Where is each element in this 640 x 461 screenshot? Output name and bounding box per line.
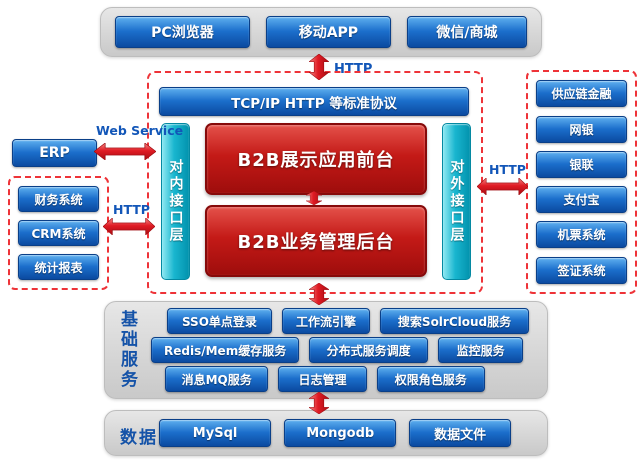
node-mq-service: 消息MQ服务 bbox=[165, 366, 269, 392]
node-log-management: 日志管理 bbox=[278, 366, 367, 392]
http-right-label: HTTP bbox=[489, 162, 526, 177]
http-left-label: HTTP bbox=[113, 202, 150, 217]
node-solrcloud-search: 搜索SolrCloud服务 bbox=[380, 308, 529, 334]
node-crm-system: CRM系统 bbox=[18, 220, 99, 246]
node-wechat-mall: 微信/商城 bbox=[406, 16, 528, 48]
node-sso-login: SSO单点登录 bbox=[167, 308, 272, 334]
base-services-panel: 基础服务 SSO单点登录 工作流引擎 搜索SolrCloud服务 Redis/M… bbox=[104, 301, 548, 399]
node-role-permission-service: 权限角色服务 bbox=[376, 366, 485, 392]
internal-systems-panel: 财务系统 CRM系统 统计报表 bbox=[8, 176, 109, 290]
protocol-bar: TCP/IP HTTP 等标准协议 bbox=[159, 87, 469, 116]
arrow-erp-to-platform bbox=[94, 143, 156, 160]
node-unionpay: 银联 bbox=[536, 150, 627, 178]
data-title: 数据 bbox=[120, 428, 158, 448]
node-erp: ERP bbox=[12, 139, 97, 167]
node-b2b-frontend: B2B展示应用前台 bbox=[205, 123, 427, 195]
node-mongodb: Mongodb bbox=[284, 419, 397, 447]
data-panel: 数据 MySql Mongodb 数据文件 bbox=[104, 410, 548, 456]
node-workflow-engine: 工作流引擎 bbox=[281, 308, 371, 334]
base-services-title: 基础服务 bbox=[117, 310, 137, 390]
internal-interface-layer: 对内接口层 bbox=[161, 123, 190, 280]
arrow-frontend-to-backend bbox=[306, 191, 322, 205]
node-data-files: 数据文件 bbox=[409, 419, 511, 447]
node-pc-browser: PC浏览器 bbox=[115, 16, 250, 48]
node-mysql: MySql bbox=[159, 419, 272, 447]
arrow-platform-to-base-services bbox=[309, 283, 329, 305]
arrow-internal-to-platform bbox=[103, 218, 155, 235]
node-redis-cache: Redis/Mem缓存服务 bbox=[151, 337, 300, 363]
clients-panel: PC浏览器 移动APP 微信/商城 bbox=[100, 7, 542, 57]
node-online-banking: 网银 bbox=[536, 115, 627, 143]
arrow-clients-to-platform bbox=[309, 54, 329, 80]
node-finance-system: 财务系统 bbox=[18, 186, 99, 212]
platform-panel: TCP/IP HTTP 等标准协议 对内接口层 对外接口层 B2B展示应用前台 … bbox=[147, 71, 483, 294]
web-service-label: Web Service bbox=[96, 123, 184, 138]
node-report-system: 统计报表 bbox=[18, 254, 99, 280]
node-visa-system: 签证系统 bbox=[536, 256, 627, 284]
node-supply-chain-finance: 供应链金融 bbox=[536, 80, 627, 108]
node-alipay: 支付宝 bbox=[536, 186, 627, 214]
http-top-label: HTTP bbox=[334, 62, 373, 77]
node-flight-ticket-system: 机票系统 bbox=[536, 221, 627, 249]
external-interface-layer: 对外接口层 bbox=[442, 123, 471, 280]
node-distributed-scheduler: 分布式服务调度 bbox=[309, 337, 429, 363]
node-b2b-backend: B2B业务管理后台 bbox=[205, 205, 427, 277]
arrow-base-services-to-data bbox=[309, 392, 329, 414]
node-mobile-app: 移动APP bbox=[265, 16, 391, 48]
node-monitoring-service: 监控服务 bbox=[438, 337, 523, 363]
external-systems-panel: 供应链金融 网银 银联 支付宝 机票系统 签证系统 bbox=[526, 70, 637, 294]
arrow-platform-to-external bbox=[477, 178, 528, 195]
